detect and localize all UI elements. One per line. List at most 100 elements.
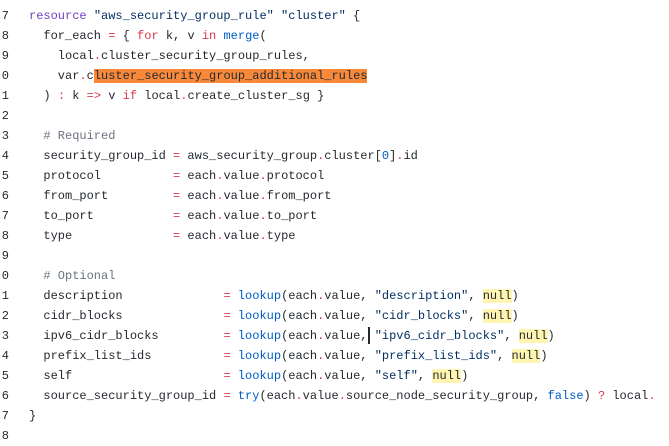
code-line[interactable]: 2: [0, 106, 669, 126]
code-token: ?: [597, 389, 606, 403]
code-line[interactable]: 3 ipv6_cidr_blocks = lookup(each.value, …: [0, 326, 669, 346]
code-token: ): [583, 389, 598, 403]
code-token: ): [461, 369, 469, 383]
code-token: protocol: [266, 169, 325, 183]
line-code: # Optional: [29, 266, 115, 286]
code-token: false: [547, 389, 584, 403]
line-number: 8: [1, 229, 9, 243]
code-token: (each: [281, 289, 318, 303]
code-line[interactable]: 5 self = lookup(each.value, "self", null…: [0, 366, 669, 386]
line-number: 5: [1, 369, 9, 383]
code-token: ): [540, 349, 548, 363]
code-token: var: [29, 69, 80, 83]
code-token: value: [223, 209, 260, 223]
code-token: value,: [324, 369, 375, 383]
code-token: :: [57, 89, 66, 103]
code-token: (each: [281, 309, 318, 323]
code-token: .: [396, 149, 404, 163]
code-token: id: [403, 149, 418, 163]
code-token: v: [101, 89, 123, 103]
line-code: for_each = { for k, v in merge(: [29, 26, 266, 46]
code-token: k: [65, 89, 87, 103]
code-token: lookup: [237, 369, 282, 383]
code-token: k, v: [158, 29, 202, 43]
line-number: 9: [1, 249, 9, 263]
code-token: "cluster": [281, 9, 346, 23]
line-number: 0: [1, 69, 9, 83]
code-token: .: [93, 49, 102, 63]
code-token: "cidr_blocks": [374, 309, 469, 323]
code-token: .: [317, 149, 325, 163]
code-token: (each: [259, 389, 296, 403]
code-token: =: [223, 349, 231, 363]
code-token: .: [317, 349, 325, 363]
code-line[interactable]: 7}: [0, 406, 669, 426]
code-line[interactable]: 7 to_port = each.value.to_port: [0, 206, 669, 226]
code-token: [231, 349, 238, 363]
code-token: value: [223, 169, 260, 183]
code-line[interactable]: 6 source_security_group_id = try(each.va…: [0, 386, 669, 406]
line-code: ) : k => v if local.create_cluster_sg }: [29, 86, 324, 106]
code-line[interactable]: 2 cidr_blocks = lookup(each.value, "cidr…: [0, 306, 669, 326]
highlighted-token: null: [511, 349, 541, 363]
code-line[interactable]: 0 # Optional: [0, 266, 669, 286]
code-token: .: [216, 229, 224, 243]
code-token: c: [86, 69, 94, 83]
code-line[interactable]: 8: [0, 426, 669, 446]
code-token: cluster[: [324, 149, 382, 163]
code-token: value: [302, 389, 339, 403]
code-line[interactable]: 8 for_each = { for k, v in merge(: [0, 26, 669, 46]
code-line[interactable]: 8 type = each.value.type: [0, 226, 669, 246]
code-token: =: [223, 369, 231, 383]
code-token: prefix_list_ids: [29, 349, 224, 363]
code-token: .: [216, 189, 224, 203]
code-line[interactable]: 3 # Required: [0, 126, 669, 146]
code-line[interactable]: 1 description = lookup(each.value, "desc…: [0, 286, 669, 306]
line-number: 6: [1, 389, 9, 403]
line-code: description = lookup(each.value, "descri…: [29, 286, 519, 306]
code-line[interactable]: 6 from_port = each.value.from_port: [0, 186, 669, 206]
code-token: [231, 329, 238, 343]
code-token: =: [173, 229, 181, 243]
code-line[interactable]: 1 ) : k => v if local.create_cluster_sg …: [0, 86, 669, 106]
line-code: protocol = each.value.protocol: [29, 166, 324, 186]
code-token: =>: [86, 89, 102, 103]
code-token: (each: [281, 349, 318, 363]
line-number: 0: [1, 269, 9, 283]
code-token: resource: [29, 9, 87, 23]
line-code: from_port = each.value.from_port: [29, 186, 331, 206]
code-token: value: [223, 229, 260, 243]
code-token: to_port: [266, 209, 318, 223]
code-token: lookup: [237, 309, 282, 323]
code-token: .: [317, 369, 325, 383]
code-line[interactable]: 5 protocol = each.value.protocol: [0, 166, 669, 186]
code-token: .: [295, 389, 303, 403]
line-number: 7: [1, 209, 9, 223]
code-token: ,: [468, 309, 483, 323]
code-token: if: [122, 89, 138, 103]
code-token: value,: [324, 289, 375, 303]
code-line[interactable]: 0 var.cluster_security_group_additional_…: [0, 66, 669, 86]
code-token: {: [345, 9, 361, 23]
code-token: ]: [389, 149, 397, 163]
code-token: [368, 329, 375, 343]
code-token: [231, 289, 238, 303]
code-token: ): [29, 89, 58, 103]
code-line[interactable]: 9 local.cluster_security_group_rules,: [0, 46, 669, 66]
code-token: description: [29, 289, 224, 303]
code-token: lookup: [237, 329, 282, 343]
code-token: local: [605, 389, 649, 403]
highlighted-token: luster_security_group_additional_rules: [93, 69, 368, 83]
line-number: 7: [1, 9, 9, 23]
code-line[interactable]: 9: [0, 246, 669, 266]
code-line[interactable]: 4 security_group_id = aws_security_group…: [0, 146, 669, 166]
code-token: try: [237, 389, 260, 403]
code-line[interactable]: 4 prefix_list_ids = lookup(each.value, "…: [0, 346, 669, 366]
code-token: value,: [324, 309, 375, 323]
line-number: 5: [1, 169, 9, 183]
highlighted-token: null: [518, 329, 548, 343]
code-token: [231, 309, 238, 323]
code-token: create_cluster_sg }: [187, 89, 325, 103]
